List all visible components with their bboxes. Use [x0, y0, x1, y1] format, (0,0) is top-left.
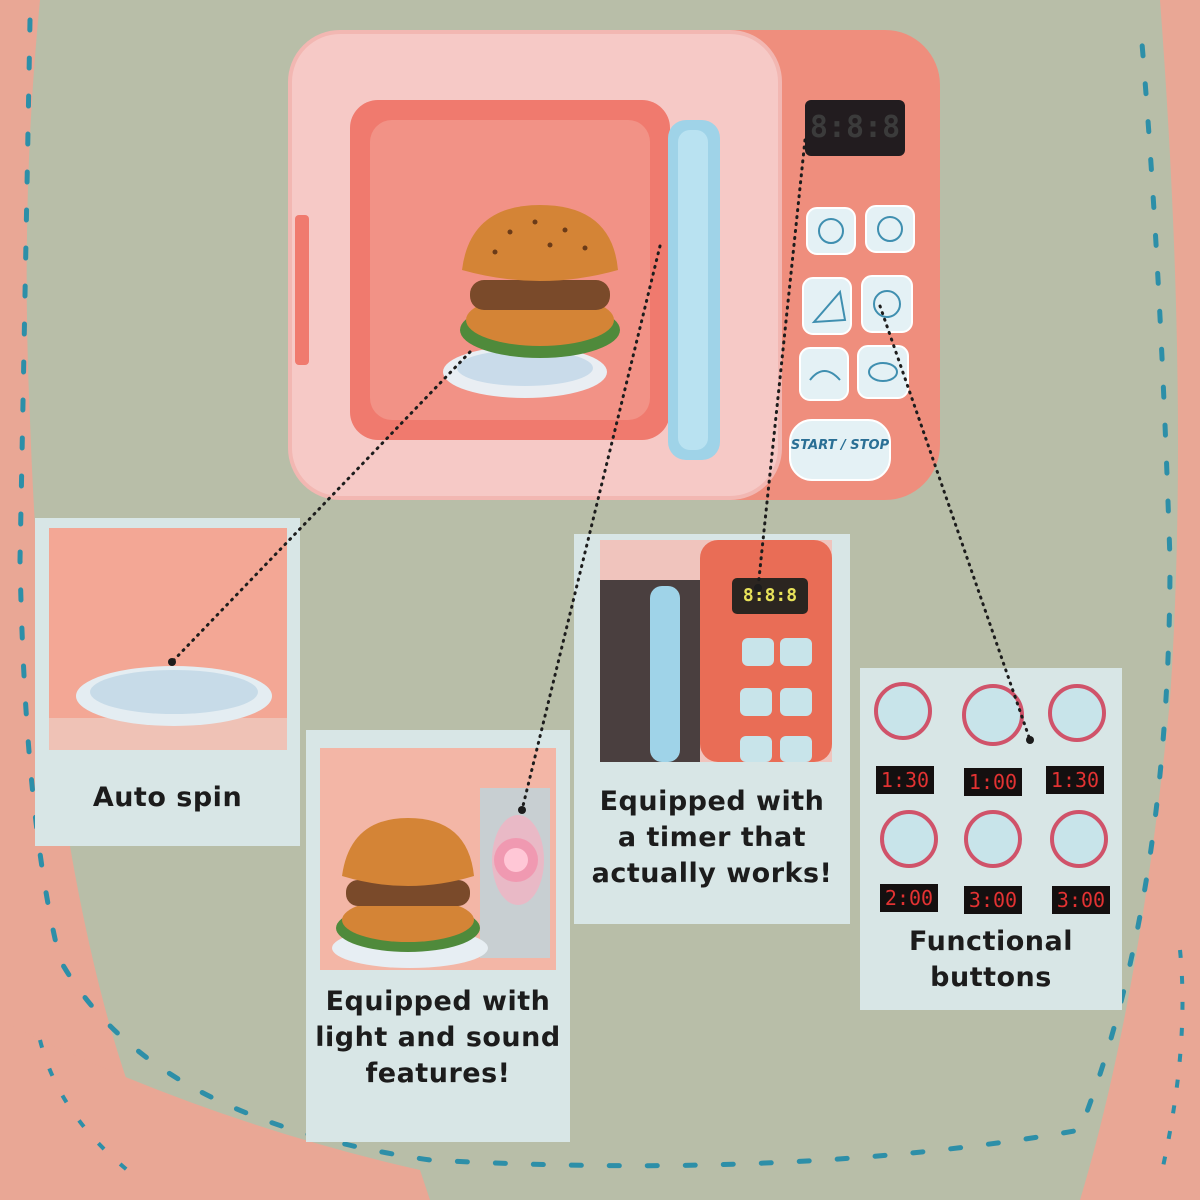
feature-caption: Equipped with a timer that actually work…: [591, 786, 833, 889]
button-time-label: 3:00: [1052, 886, 1110, 914]
button-time-label: 1:00: [964, 768, 1022, 796]
microwave-display: 8:8:8: [809, 110, 901, 145]
chicken-icon: [1050, 810, 1108, 868]
pizza-slice-icon: [874, 682, 932, 740]
button-time-label: 1:30: [1046, 766, 1104, 794]
button-time-label: 2:00: [880, 884, 938, 912]
start-stop-button-label: START / STOP: [790, 438, 890, 453]
feature-card-functional-buttons: 1:30 1:00 1:30 2:00 3:00 3:00 Functional…: [860, 668, 1122, 1010]
feature-caption: Auto spin: [92, 782, 243, 813]
feature-card-auto-spin: Auto spin: [35, 518, 300, 846]
button-time-label: 3:00: [964, 886, 1022, 914]
soup-bowl-icon: [964, 810, 1022, 868]
feature-card-timer: 8:8:8 Equipped with a timer that actuall…: [574, 534, 850, 924]
button-grid: 1:30 1:00 1:30 2:00 3:00 3:00: [872, 680, 1110, 914]
feature-caption: Functional buttons: [909, 926, 1073, 993]
timer-photo: 8:8:8: [600, 540, 832, 762]
steak-icon: [880, 810, 938, 868]
timer-display: 8:8:8: [742, 585, 798, 606]
croissant-icon: [1048, 684, 1106, 742]
burger-icon: [962, 684, 1024, 746]
light-sound-photo: [320, 748, 556, 970]
feature-caption: Equipped with light and sound features!: [315, 986, 561, 1089]
button-time-label: 1:30: [876, 766, 934, 794]
turntable-photo: [49, 528, 287, 750]
feature-card-light-sound: Equipped with light and sound features!: [306, 730, 570, 1142]
